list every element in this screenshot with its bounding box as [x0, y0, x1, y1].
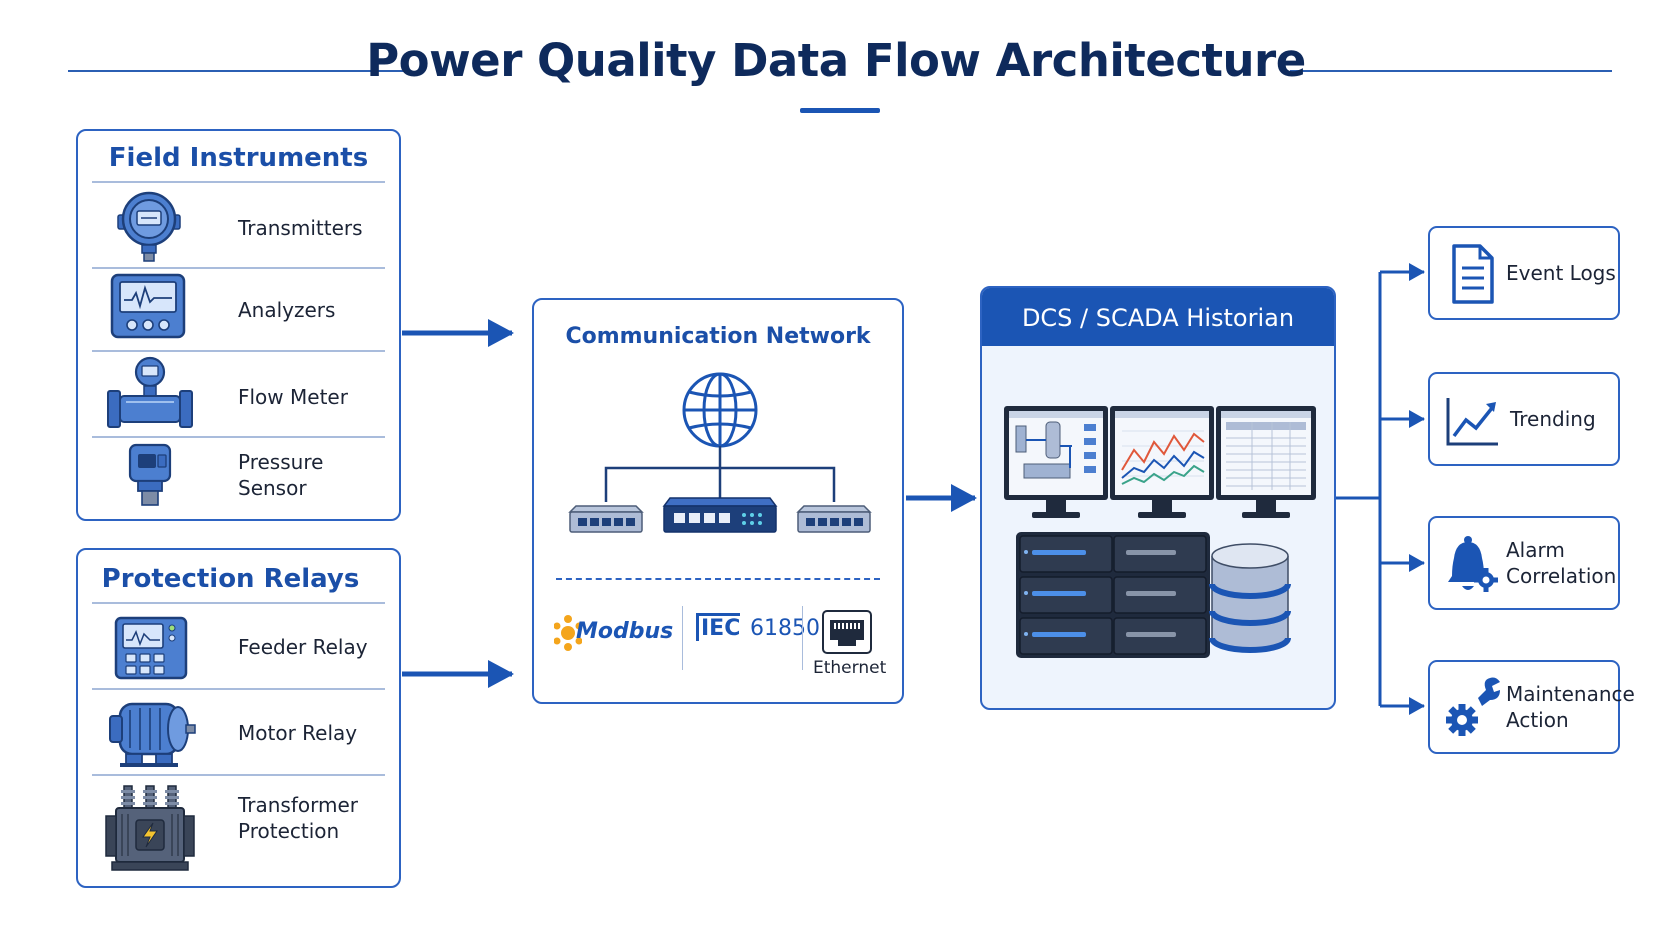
modbus-logo-icon [554, 615, 582, 651]
separator [92, 181, 385, 183]
document-icon [1452, 244, 1494, 304]
protection-relays-title: Protection Relays [101, 564, 360, 594]
field-item-analyzers: Analyzers [238, 298, 336, 322]
relay-item-feeder: Feeder Relay [238, 635, 368, 659]
title-rule-left [68, 70, 408, 72]
trend-chart-icon [1446, 398, 1498, 446]
protocol-divider [802, 606, 803, 670]
output-label-alarm-correlation: Alarm Correlation [1506, 538, 1617, 588]
monitor-table-icon [1216, 406, 1316, 518]
monitor-process-icon [1004, 406, 1108, 518]
alarm-bell-icon [1448, 536, 1498, 592]
scada-workstations [1004, 406, 1316, 658]
motor-icon [106, 696, 196, 770]
flow-meter-icon [106, 355, 194, 431]
network-dashed-divider [556, 578, 880, 580]
iec-61850-label: IEC 61850 [696, 613, 821, 641]
field-item-transmitters: Transmitters [238, 216, 363, 240]
modbus-label: Modbus [576, 619, 674, 644]
page-title: Power Quality Data Flow Architecture [366, 34, 1306, 87]
iec-text: IEC [696, 613, 741, 641]
analyzer-icon [110, 273, 186, 339]
separator [92, 688, 385, 690]
relay-item-transformer: Transformer Protection [238, 793, 359, 843]
switch-left-icon [568, 505, 644, 533]
output-label-trending: Trending [1510, 407, 1596, 431]
protection-relays-panel: Protection Relays Feeder Relay [76, 548, 401, 888]
ethernet-port-icon [822, 610, 872, 654]
field-item-flow-meter: Flow Meter [238, 385, 348, 409]
pressure-sensor-icon [124, 443, 176, 509]
globe-icon [682, 372, 758, 448]
separator [92, 436, 385, 438]
server-rack-icon [1016, 532, 1210, 658]
historian-header [982, 288, 1334, 346]
historian-title: DCS / SCADA Historian [1021, 304, 1295, 332]
output-card-trending[interactable]: Trending [1428, 372, 1620, 466]
feeder-relay-icon [114, 616, 188, 680]
field-item-pressure-sensor: Pressure Sensor [238, 450, 324, 500]
historian-panel: DCS / SCADA Historian [980, 286, 1336, 710]
separator [92, 350, 385, 352]
output-label-maintenance-action: Maintenance Action [1506, 682, 1635, 732]
network-topology [568, 372, 872, 533]
title-underline [800, 108, 880, 113]
title-rule-right [1290, 70, 1612, 72]
iec-number: 61850 [750, 616, 821, 641]
field-instruments-panel: Field Instruments Transmitters Analyzers [76, 129, 401, 521]
transmitter-icon [114, 189, 184, 263]
separator [92, 267, 385, 269]
ethernet-label: Ethernet [813, 658, 887, 678]
output-card-alarm-correlation[interactable]: Alarm Correlation [1428, 516, 1620, 610]
database-icon [1209, 543, 1291, 653]
output-label-event-logs: Event Logs [1506, 261, 1616, 285]
separator [92, 602, 385, 604]
relay-item-motor: Motor Relay [238, 721, 358, 745]
communication-network-panel: Communication Network [532, 298, 904, 704]
transformer-icon [104, 780, 196, 876]
switch-right-icon [796, 505, 872, 533]
output-card-event-logs[interactable]: Event Logs [1428, 226, 1620, 320]
wrench-gear-icon [1446, 677, 1500, 736]
communication-network-title: Communication Network [565, 324, 871, 349]
field-instruments-title: Field Instruments [108, 143, 369, 173]
output-card-maintenance-action[interactable]: Maintenance Action [1428, 660, 1635, 754]
monitor-trend-icon [1110, 406, 1214, 518]
separator [92, 774, 385, 776]
protocol-divider [682, 606, 683, 670]
switch-center-icon [662, 497, 778, 533]
